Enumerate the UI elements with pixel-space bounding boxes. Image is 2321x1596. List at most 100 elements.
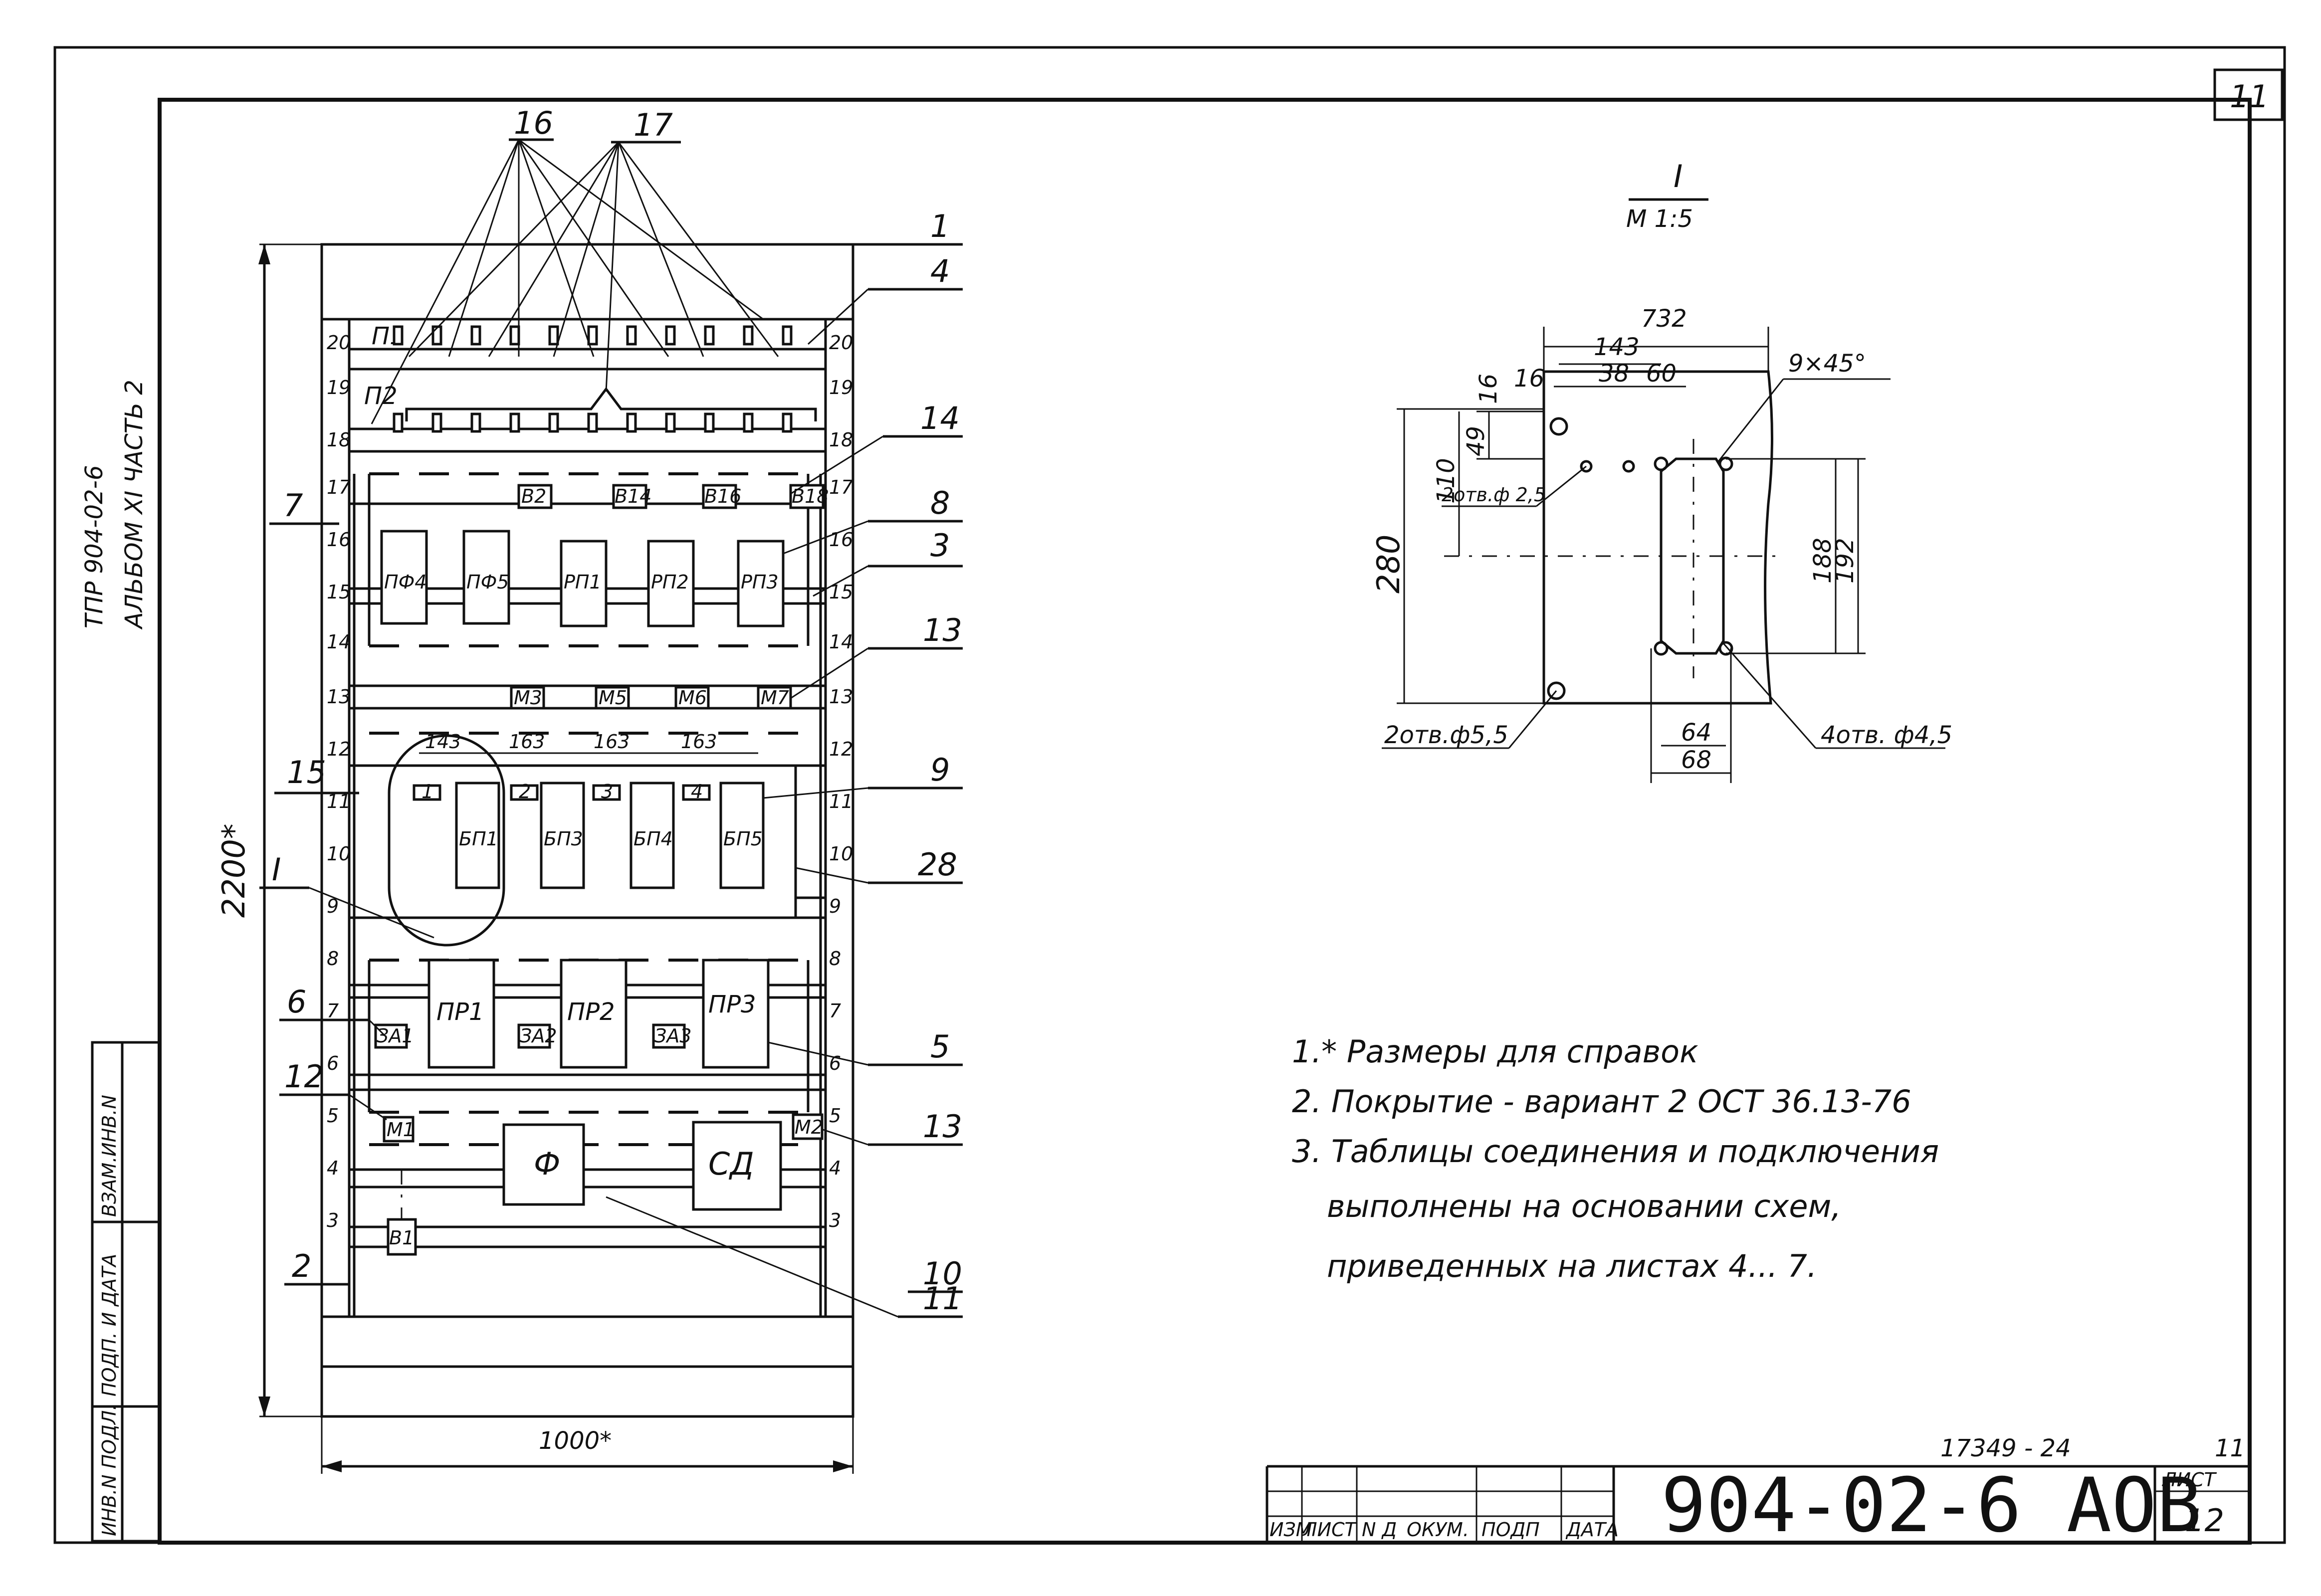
row-num-right: 14 [829,631,853,653]
zone-za2 [517,1023,551,1049]
motor-m1 [383,1116,415,1143]
relay-rp1-label: РП1 [564,571,602,593]
note-1: 1.* Размеры для справок [1292,1033,1698,1070]
callout-6: 6 [287,984,306,1020]
bracket-plate [1542,370,1773,705]
callout-14: 14 [920,400,960,436]
order-side-number: 11 [2215,1434,2245,1462]
zone-za2-label: ЗА2 [520,1025,557,1047]
callout-I: I [272,851,281,888]
terminal-stud [587,412,598,433]
terminal-stud [509,412,520,433]
zone-za3-label: ЗА3 [654,1025,692,1047]
callout-12: 12 [284,1058,324,1095]
row-num-left: 10 [327,843,351,865]
row-num-right: 20 [829,332,853,354]
upper-relay-box: В2 В14 В16 В18 ПФ4 ПФ5 РП1 РП2 РП3 [349,472,829,647]
dim-16-horizontal: 16 [1514,365,1544,393]
row-num-right: 15 [829,581,853,603]
dim-280: 280 [1370,535,1407,594]
motor-m3 [510,686,545,710]
terminal-stud [743,412,754,433]
title-block: 17349 - 24 11 ИЗМ ЛИСТ N Д ОКУМ. ПОДП ДА… [1266,1434,2250,1549]
spacing-dim-163: 163 [681,731,717,753]
callout-7: 7 [283,487,303,524]
converter-pr2-label: ПР2 [567,998,615,1026]
strip-vzam-inv: ВЗАМ.ИНВ.N [98,1095,120,1217]
row-num-right: 5 [829,1105,841,1127]
callout-16: 16 [514,105,553,141]
row-num-right: 11 [829,791,853,812]
sheet-corner-box: 11 [2213,68,2284,121]
col-n-d: N Д [1362,1519,1397,1541]
relay-pf4-label: ПФ4 [384,571,426,593]
switch-b1 [387,1218,417,1256]
tag-1-label: 1 [422,781,433,802]
row-num-right: 18 [829,429,853,451]
callout-9: 9 [930,752,950,788]
dim-68: 68 [1681,746,1711,774]
converter-pr1-label: ПР1 [436,998,484,1026]
height-dim-label: 2200* [215,823,252,918]
note-3-cont-2: приведенных на листах 4... 7. [1327,1248,1817,1284]
callout-5: 5 [930,1028,950,1065]
spacing-dim-163: 163 [594,731,630,753]
relay-pf5-label: ПФ5 [466,571,509,593]
terminal-stud [626,412,637,433]
row-num-left: 17 [327,476,351,498]
row-num-left: 18 [327,429,351,451]
note-2: 2. Покрытие - вариант 2 ОСТ 36.13-76 [1292,1083,1911,1120]
motor-m7-label: М7 [761,687,789,709]
sd-block [692,1121,782,1211]
terminal-stud [665,412,676,433]
row-num-left: 4 [327,1157,339,1179]
tag-2 [510,784,539,801]
row-num-left: 20 [327,332,351,354]
terminal-stud [782,325,793,346]
power-unit-bp1 [455,782,500,889]
row-num-right: 7 [829,1000,841,1022]
hole-label-4-5: 4отв. ф4,5 [1821,721,1952,749]
power-unit-bp1-label: БП1 [459,828,498,850]
terminal-stud [431,412,442,433]
row-num-left: 3 [327,1209,339,1231]
strip-inv-podl: ИНВ.N ПОДЛ. [98,1404,120,1536]
power-unit-bp3 [540,782,585,889]
detail-i: I М 1:5 732 143 16 38 60 9×45° 16 [1370,158,1952,783]
terminal-stud [393,412,404,433]
row-num-right: 8 [829,948,841,970]
hole-label-2-5: 2отв.ф 2,5 [1442,484,1546,506]
tag-3-label: 3 [601,781,613,802]
row-num-right: 10 [829,843,853,865]
power-unit-bp5-label: БП5 [723,828,763,850]
row-num-left: 7 [327,1000,339,1022]
spacing-dim-163: 163 [509,731,545,753]
relay-pf4 [380,530,428,625]
row-num-left: 15 [327,581,351,603]
zone-za3 [652,1023,686,1049]
note-3: 3. Таблицы соединения и подключения [1292,1133,1939,1170]
dim-732: 732 [1641,305,1687,333]
callout-17: 17 [633,107,673,143]
dim-chamfer: 9×45° [1788,350,1866,378]
terminal-stud [509,325,520,346]
note-3-cont-1: выполнены на основании схем, [1327,1188,1841,1224]
side-stamp-line1: ТПР 904-02-6 [80,465,108,629]
dim-64: 64 [1681,719,1711,747]
converter-pr2 [560,959,628,1069]
relay-rp2-label: РП2 [651,571,689,593]
row-num-left: 5 [327,1105,339,1127]
callout-13-upper: 13 [923,612,962,648]
dim-60: 60 [1646,360,1677,388]
tag-3 [592,784,621,801]
notes: 1.* Размеры для справок 2. Покрытие - ва… [1292,1033,1939,1284]
row-numbers-left: 20 19 18 17 16 15 14 13 12 11 10 9 8 7 6… [327,332,351,1231]
width-dimension: 1000* [321,1416,854,1474]
motor-m2-label: М2 [795,1116,823,1138]
left-strip: ИНВ.N ПОДЛ. ПОДП. И ДАТА ВЗАМ.ИНВ.N [91,1041,161,1543]
motor-m7 [757,686,792,710]
converter-pr3 [702,959,770,1069]
terminal-stud [704,412,715,433]
col-okum: ОКУМ. [1407,1519,1469,1541]
